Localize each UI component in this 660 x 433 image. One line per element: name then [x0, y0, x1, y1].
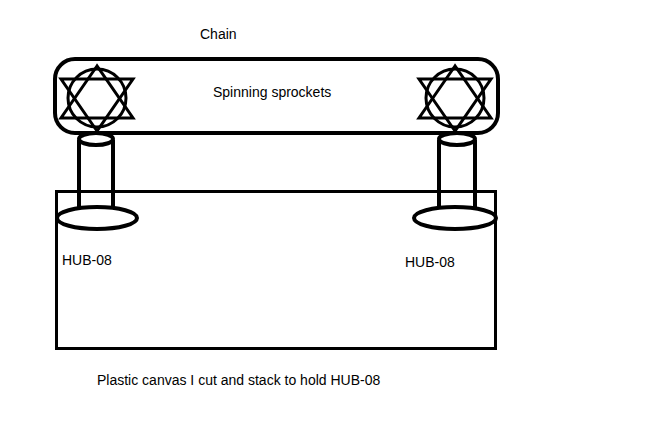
chain-label: Chain: [200, 26, 237, 42]
hub: [57, 207, 137, 229]
sprocket: [61, 66, 133, 131]
node-label: Spinning sprockets: [213, 84, 331, 100]
shaft: [79, 133, 113, 210]
hub-label: HUB-08: [62, 252, 112, 268]
hub: [414, 207, 496, 229]
hub-label: HUB-08: [405, 254, 455, 270]
chain-loop: Spinning sprockets: [53, 57, 500, 135]
shaft: [439, 133, 475, 210]
caption-label: Plastic canvas I cut and stack to hold H…: [97, 372, 380, 388]
canvas-box: HUB-08 HUB-08: [55, 190, 497, 350]
sprocket: [419, 66, 491, 131]
